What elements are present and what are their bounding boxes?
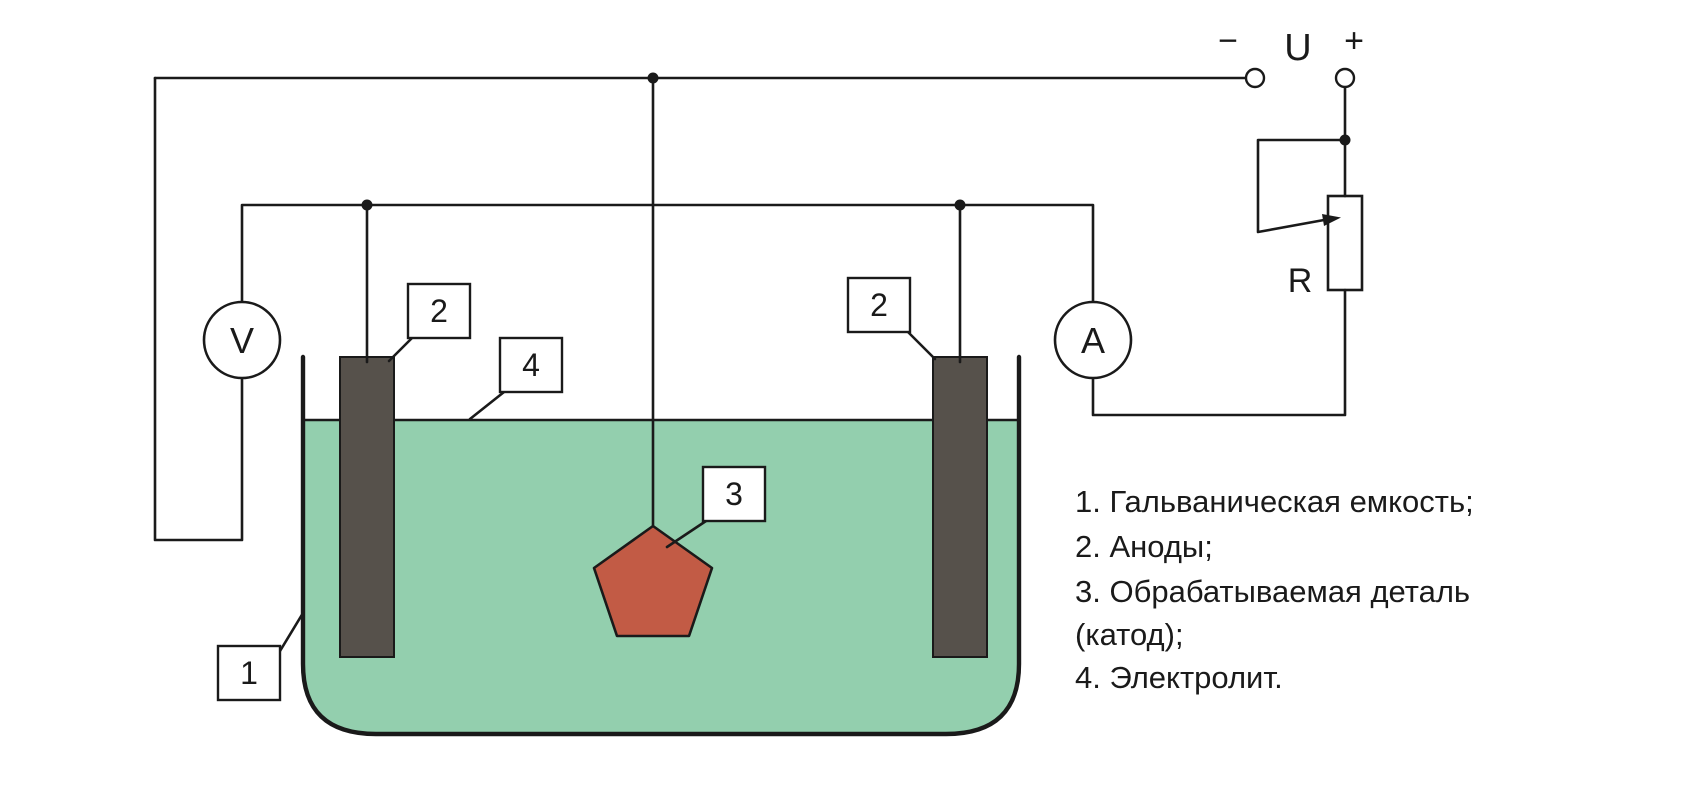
callout-number: 1 [240,655,258,691]
callout-box [216,644,282,702]
terminal-minus [1244,67,1266,89]
anode-right [932,356,988,658]
legend-line: 1. Гальваническая емкость; [1075,484,1474,519]
tank-outline [300,354,1022,737]
callout-workpiece: 3 [665,465,767,549]
wiring [153,76,1347,542]
plus-sign-label: + [1344,22,1364,60]
callout-tank: 1 [216,611,305,702]
ammeter-label: A [1081,320,1105,361]
callout-electrolyte: 4 [468,336,564,421]
voltmeter-label: V [230,320,254,361]
legend-line: 4. Электролит. [1075,660,1283,695]
legend-line: (катод); [1075,617,1184,652]
callout-leader [468,390,506,421]
callout-leader [665,519,708,549]
ammeter-body [1053,300,1133,380]
rheostat-body [1326,194,1364,292]
junction-dot [1339,134,1351,146]
callout-leader [906,330,937,361]
minus-sign-label: − [1218,22,1238,60]
wire-voltmeter-loop [153,76,244,542]
callout-box [846,276,912,334]
callout-box [406,282,472,340]
power-terminals: − U + [1218,22,1364,89]
callout-anode-left: 2 [387,282,472,363]
junction-dot [361,199,373,211]
junction-dot [954,199,966,211]
junction-dot [647,72,659,84]
ammeter: A [1053,300,1133,380]
workpiece-cathode [592,524,714,638]
voltmeter-body [202,300,282,380]
callout-box [498,336,564,394]
rheostat-label: R [1288,262,1313,300]
callout-leader [387,336,414,363]
callout-number: 2 [870,287,888,323]
wire-ammeter-rheostat [1091,288,1347,417]
anode-left [339,356,395,658]
callout-anode-right: 2 [846,276,937,361]
supply-voltage-label: U [1284,27,1311,69]
callout-number: 3 [725,476,743,512]
legend-line: 3. Обрабатываемая деталь [1075,574,1470,609]
legend: 1. Гальваническая емкость; 2. Аноды; 3. … [1075,484,1474,695]
callout-box [701,465,767,523]
wire-rheostat-tap [1256,138,1347,234]
callout-leader [278,611,305,653]
legend-line: 2. Аноды; [1075,529,1213,564]
callout-number: 2 [430,293,448,329]
callout-number: 4 [522,347,540,383]
voltmeter: V [202,300,282,380]
wire-meters-bus [240,203,1095,304]
terminal-plus [1334,67,1356,89]
rheostat-arrowhead [1322,214,1341,226]
